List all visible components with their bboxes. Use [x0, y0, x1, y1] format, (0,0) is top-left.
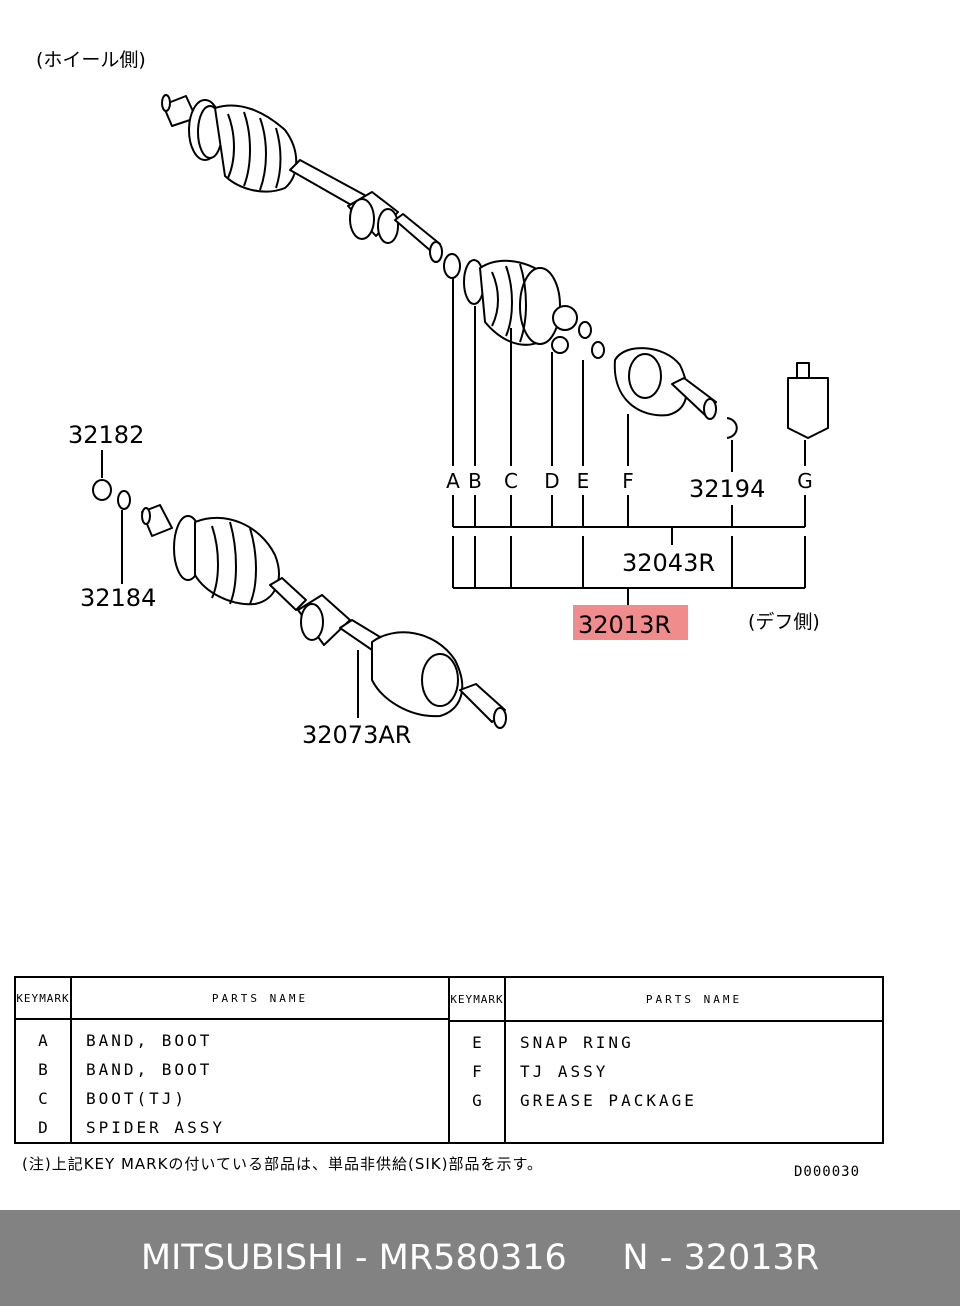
table-key-cell: F	[472, 1062, 482, 1081]
table-key-cell: B	[38, 1060, 48, 1079]
highlight-32013R	[573, 605, 688, 640]
table-key-cell: D	[38, 1118, 48, 1137]
footer-banner: MITSUBISHI - MR580316 N - 32013R	[0, 1210, 960, 1306]
key-mark-F: F	[622, 469, 634, 493]
table-key-cell: A	[38, 1031, 48, 1050]
exploded-drive-shaft-diagram: (ホイール側) (デフ側) 32182 32184 32073AR 32194 …	[36, 49, 829, 749]
parts-name-header: PARTS NAME	[211, 991, 309, 1005]
key-mark-B: B	[468, 469, 482, 493]
key-mark-header: KEY MARK	[450, 978, 506, 1020]
table-name-cell: SPIDER ASSY	[86, 1118, 225, 1137]
key-mark-D: D	[544, 469, 559, 493]
table-key-cell: G	[472, 1091, 482, 1110]
footer-part-info: MITSUBISHI - MR580316 N - 32013R	[140, 1238, 820, 1278]
key-mark-note: (注)上記KEY MARKの付いている部品は、単品非供給(SIK)部品を示す。	[22, 1155, 543, 1173]
key-mark-G: G	[797, 469, 813, 493]
part-number-32013R[interactable]: 32013R	[578, 611, 671, 639]
parts-name-header: PARTS NAME	[645, 992, 743, 1006]
diff-side-label: (デフ側)	[748, 611, 820, 633]
key-mark-header: KEY MARK	[16, 978, 72, 1018]
part-number-32184[interactable]: 32184	[80, 584, 156, 612]
wheel-side-label: (ホイール側)	[36, 49, 146, 71]
table-name-cell: BAND, BOOT	[86, 1031, 213, 1050]
table-name-cell: BAND, BOOT	[86, 1060, 213, 1079]
assembled-shaft-drawing	[92, 479, 507, 729]
table-header: KEY MARK PARTS NAME	[16, 978, 448, 1020]
parts-table-right: KEY MARK PARTS NAME E F G SNAP RING TJ A…	[448, 978, 882, 1142]
parts-table-left: KEY MARK PARTS NAME A B C D BAND, BOOT B…	[16, 978, 448, 1142]
table-name-cell: SNAP RING	[520, 1033, 634, 1052]
drawing-code: D000030	[794, 1164, 861, 1180]
part-number-32073AR[interactable]: 32073AR	[302, 721, 411, 749]
part-number-32182[interactable]: 32182	[68, 421, 144, 449]
parts-table: KEY MARK PARTS NAME A B C D BAND, BOOT B…	[14, 976, 884, 1144]
exploded-shaft-drawing	[161, 94, 829, 439]
table-name-cell: GREASE PACKAGE	[520, 1091, 697, 1110]
key-mark-E: E	[577, 469, 590, 493]
table-header: KEY MARK PARTS NAME	[450, 978, 882, 1022]
key-mark-A: A	[446, 469, 460, 493]
key-mark-C: C	[504, 469, 518, 493]
leader-lines	[101, 278, 806, 718]
table-name-cell: TJ ASSY	[520, 1062, 609, 1081]
part-number-32043R[interactable]: 32043R	[622, 549, 715, 577]
table-key-cell: C	[38, 1089, 48, 1108]
table-key-cell: E	[472, 1033, 482, 1052]
part-number-32194[interactable]: 32194	[689, 475, 765, 503]
table-name-cell: BOOT(TJ)	[86, 1089, 188, 1108]
